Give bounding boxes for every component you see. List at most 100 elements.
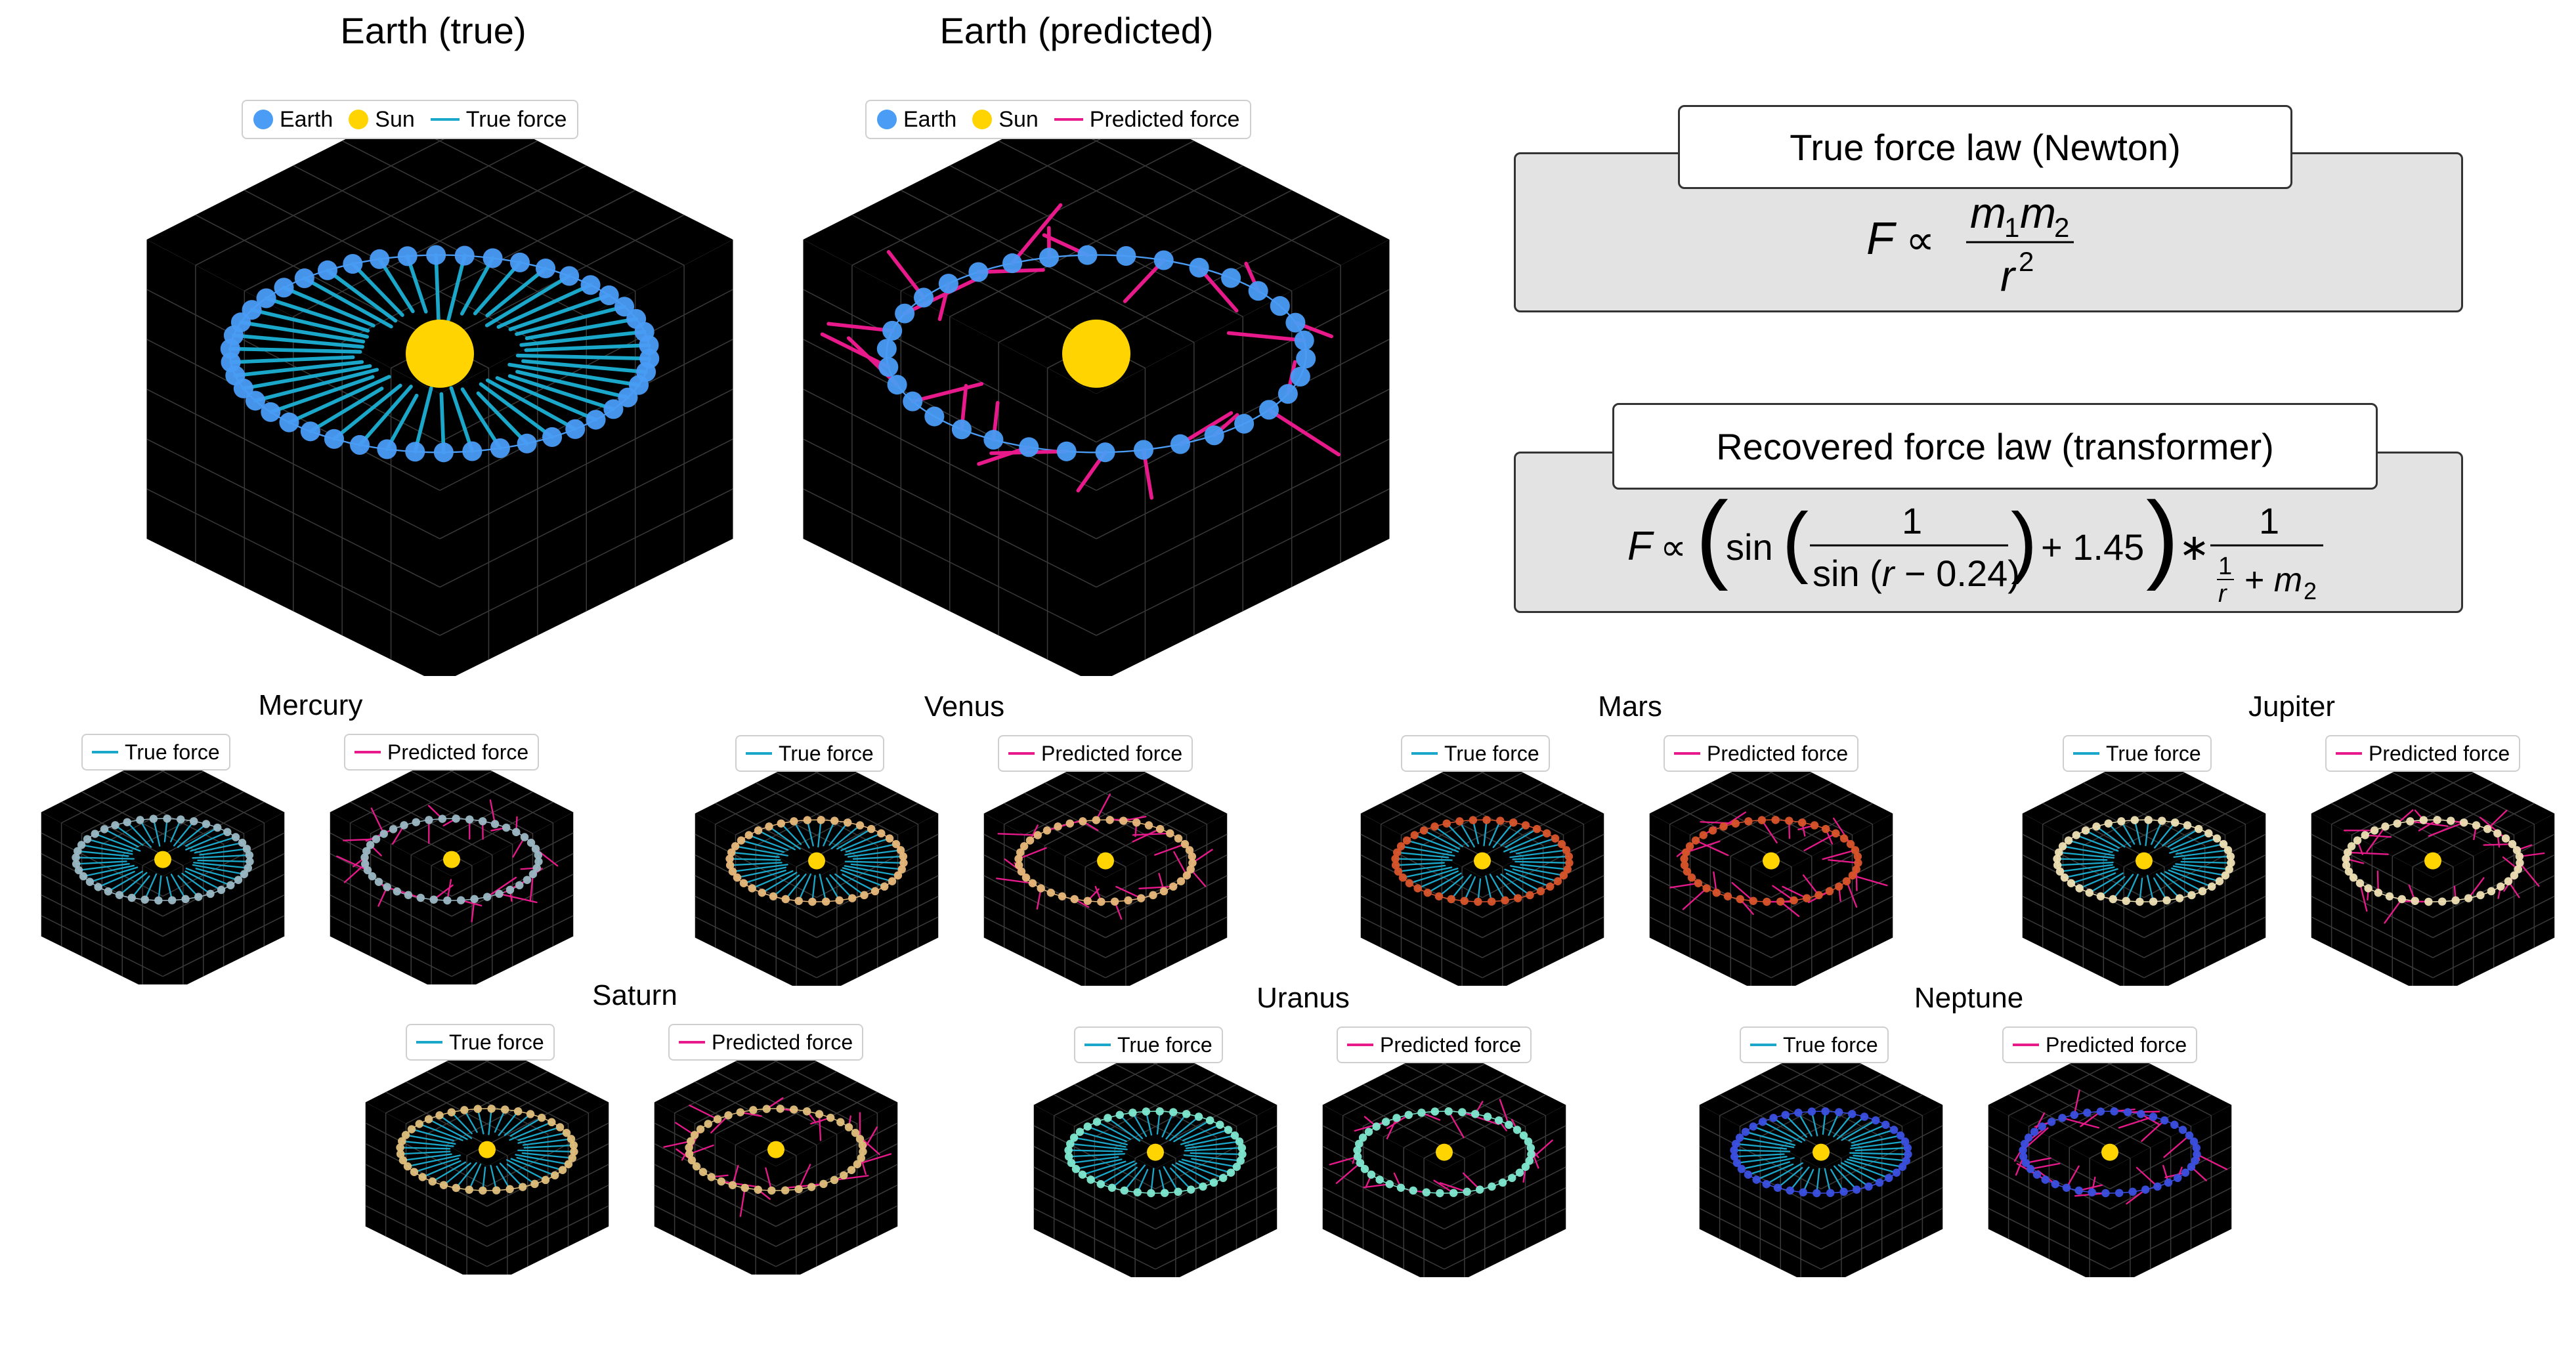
true-force-arrow	[1183, 1154, 1241, 1162]
true-force-arrow	[515, 1154, 570, 1166]
planet-position-marker	[279, 412, 299, 433]
planet-position-marker	[418, 1173, 427, 1181]
true-force-arrow	[184, 870, 223, 891]
planet-position-marker	[1136, 894, 1146, 902]
planet-position-marker	[1835, 882, 1843, 891]
planet-position-marker	[840, 1171, 848, 1180]
planet-position-marker	[1896, 1131, 1905, 1140]
planet-position-marker	[1209, 1178, 1218, 1187]
sun-marker	[808, 852, 825, 870]
planet-position-marker	[531, 845, 540, 853]
planet-position-marker	[815, 1110, 824, 1118]
planet-position-marker	[1846, 839, 1855, 849]
true-force-arrow	[2172, 865, 2227, 877]
true-force-arrow	[2088, 872, 2124, 894]
planet-position-marker	[2223, 846, 2233, 855]
planet-position-marker	[245, 851, 254, 860]
planet-position-marker	[547, 1118, 556, 1127]
true-force-arrow	[2169, 837, 2218, 854]
planet-position-marker	[1447, 895, 1456, 904]
planet-position-marker	[2227, 858, 2235, 868]
planet-position-marker	[1106, 816, 1114, 824]
planet-position-marker	[1521, 1162, 1530, 1172]
planet-position-marker	[1508, 1173, 1516, 1183]
true-force-arrow	[521, 359, 648, 374]
planet-position-marker	[1124, 896, 1132, 905]
planet-position-marker	[843, 818, 852, 827]
planet-position-marker	[1147, 1189, 1155, 1198]
true-force-arrow	[2171, 867, 2221, 882]
planet-position-marker	[452, 1183, 461, 1193]
planet-position-marker	[1802, 894, 1811, 902]
planet-position-marker	[808, 897, 817, 906]
planet-position-marker	[1543, 829, 1551, 838]
planet-position-marker	[79, 872, 88, 881]
planet-position-marker	[1294, 330, 1314, 350]
planet-position-marker	[2433, 816, 2441, 824]
legend-sun-label: Sun	[998, 106, 1039, 132]
planet-position-marker	[492, 1186, 501, 1194]
true-force-arrow	[1512, 855, 1570, 860]
true-force-arrow	[485, 378, 578, 431]
predicted-force-panel	[1988, 1041, 2232, 1277]
planet-position-marker	[899, 852, 908, 861]
true-force-arrow	[2170, 832, 2210, 851]
true-force-arrow	[780, 822, 802, 845]
planet-position-marker	[717, 1177, 726, 1186]
planet-position-marker	[1422, 1188, 1430, 1196]
predicted-force-arrow	[1731, 881, 1754, 902]
legend-earth-label: Earth	[903, 106, 957, 132]
planet-position-marker	[2158, 816, 2166, 825]
sun-marker	[2424, 852, 2441, 870]
true-force-arrow	[1733, 1153, 1785, 1158]
planet-position-marker	[2096, 1107, 2105, 1116]
planet-position-marker	[1234, 413, 1255, 434]
legend-sun-label: Sun	[375, 106, 415, 132]
planet-position-marker	[526, 838, 536, 847]
true-force-arrow	[1185, 1141, 1241, 1149]
true-force-arrow	[442, 1162, 471, 1186]
true-force-arrow	[1851, 1134, 1902, 1147]
cube-back-face	[983, 751, 1228, 877]
planet-position-marker	[2054, 848, 2063, 857]
planet-position-marker	[226, 881, 235, 890]
true-force-arrow	[1848, 1124, 1887, 1141]
true-force-arrow	[829, 874, 853, 899]
planet-position-marker	[1133, 1188, 1142, 1196]
planet-position-marker	[1685, 842, 1694, 851]
planet-position-marker	[1159, 887, 1169, 896]
cube-back-face	[695, 751, 939, 877]
sun-marker	[1097, 852, 1114, 870]
true-force-arrow	[1833, 1113, 1853, 1137]
true-force-arrow	[823, 820, 836, 847]
planet-position-marker	[509, 252, 530, 272]
planet-position-marker	[2085, 888, 2094, 897]
true-force-arrow	[439, 1114, 473, 1139]
planet-position-marker	[532, 864, 542, 872]
gridline	[2331, 761, 2454, 825]
planet-position-marker	[1155, 1107, 1164, 1116]
predicted-force-arrow	[996, 877, 1034, 884]
planet-position-marker	[542, 427, 563, 447]
planet-position-marker	[244, 864, 253, 872]
planet-position-marker	[1037, 884, 1045, 893]
planet-position-marker	[1731, 1139, 1740, 1149]
true-force-arrow	[1802, 1168, 1814, 1193]
cube-back-face	[2311, 751, 2555, 877]
true-force-arrow	[2180, 860, 2232, 864]
true-force-arrow	[1073, 1137, 1127, 1148]
planet-position-marker	[513, 1107, 523, 1116]
planet-position-marker	[535, 258, 556, 279]
gridline	[1669, 761, 1792, 825]
true-force-arrow	[507, 374, 616, 412]
true-force-arrow	[1123, 1164, 1146, 1192]
true-force-arrow	[404, 1134, 456, 1145]
planet-position-marker	[1563, 865, 1572, 874]
planet-position-marker	[1469, 816, 1478, 824]
planet-position-marker	[698, 1168, 708, 1176]
planet-position-marker	[1702, 884, 1711, 893]
planet-position-marker	[1086, 1175, 1095, 1184]
legend-label: Predicted force	[1041, 741, 1183, 765]
predicted-force-arrow	[833, 1175, 869, 1181]
true-force-arrow	[736, 866, 787, 879]
